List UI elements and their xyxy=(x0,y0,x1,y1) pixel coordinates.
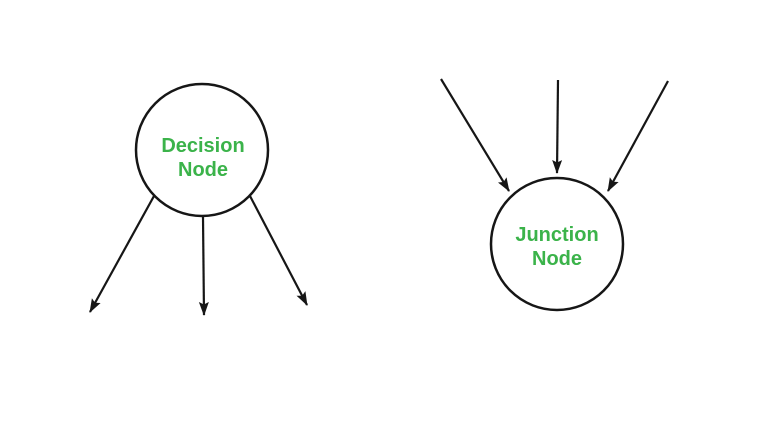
junction-node-group: Junction Node xyxy=(440,78,669,312)
junction-incoming-arrow-right xyxy=(607,80,669,192)
decision-outgoing-arrow-right xyxy=(249,195,308,306)
junction-node-label-line1: Junction xyxy=(515,224,598,246)
junction-incoming-arrow-middle xyxy=(552,79,563,174)
decision-outgoing-arrow-middle xyxy=(198,216,209,316)
junction-node-circle xyxy=(489,176,625,312)
decision-node-label-line1: Decision xyxy=(161,135,244,157)
junction-node-label-line2: Node xyxy=(532,248,582,270)
decision-node-circle xyxy=(134,82,270,218)
decision-node-label-line2: Node xyxy=(178,159,228,181)
decision-outgoing-arrow-left xyxy=(89,195,155,313)
junction-incoming-arrow-left xyxy=(440,78,510,192)
decision-node-group: Decision Node xyxy=(89,82,308,316)
